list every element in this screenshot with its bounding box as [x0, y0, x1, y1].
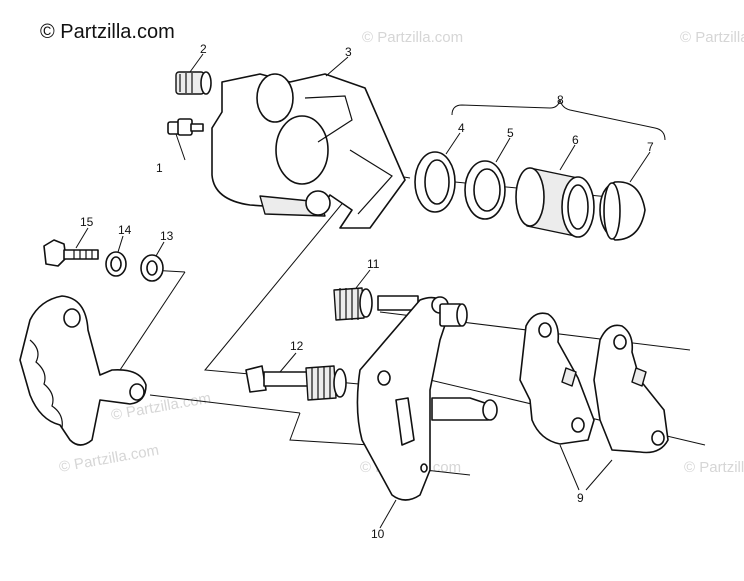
piston-cap-part — [599, 181, 646, 241]
knuckle-bracket-part — [19, 295, 147, 446]
watermark-main: © Partzilla.com — [40, 21, 175, 43]
callout-12: 12 — [290, 339, 304, 353]
caliper-body-part — [211, 73, 406, 229]
watermark-top-right: © Partzilla.com — [680, 29, 744, 46]
caliper-mount-bracket-part — [356, 296, 498, 501]
brake-pads-part — [519, 312, 669, 454]
watermark-bottom-right: © Partzilla.com — [684, 459, 744, 476]
callout-4: 4 — [458, 121, 465, 135]
callout-1: 1 — [156, 161, 163, 175]
piston-part — [515, 167, 595, 238]
callout-10: 10 — [371, 527, 385, 541]
callout-8: 8 — [557, 93, 564, 107]
callout-5: 5 — [507, 126, 514, 140]
callout-14: 14 — [118, 223, 132, 237]
callout-7: 7 — [647, 140, 654, 154]
callout-13: 13 — [160, 229, 174, 243]
callout-2: 2 — [200, 42, 207, 56]
flat-washer-part — [140, 254, 164, 282]
callout-15: 15 — [80, 215, 94, 229]
mounting-bolt-part — [43, 239, 99, 267]
watermark-bottom-left: © Partzilla.com — [58, 442, 160, 476]
dust-seal-part — [464, 160, 506, 220]
group-bracket-8 — [451, 99, 666, 141]
callout-11: 11 — [367, 257, 380, 271]
pin-boot-part — [333, 287, 419, 321]
bleeder-screw-part — [167, 118, 204, 136]
lock-washer-part — [105, 251, 127, 277]
callout-3: 3 — [345, 45, 352, 59]
watermark-top-center: © Partzilla.com — [362, 29, 463, 46]
callout-6: 6 — [572, 133, 579, 147]
slide-pin-part — [245, 365, 347, 401]
callout-9: 9 — [577, 491, 584, 505]
leader-lines — [75, 53, 651, 529]
caliper-plug-part — [175, 71, 212, 95]
piston-seal-part — [414, 151, 456, 213]
